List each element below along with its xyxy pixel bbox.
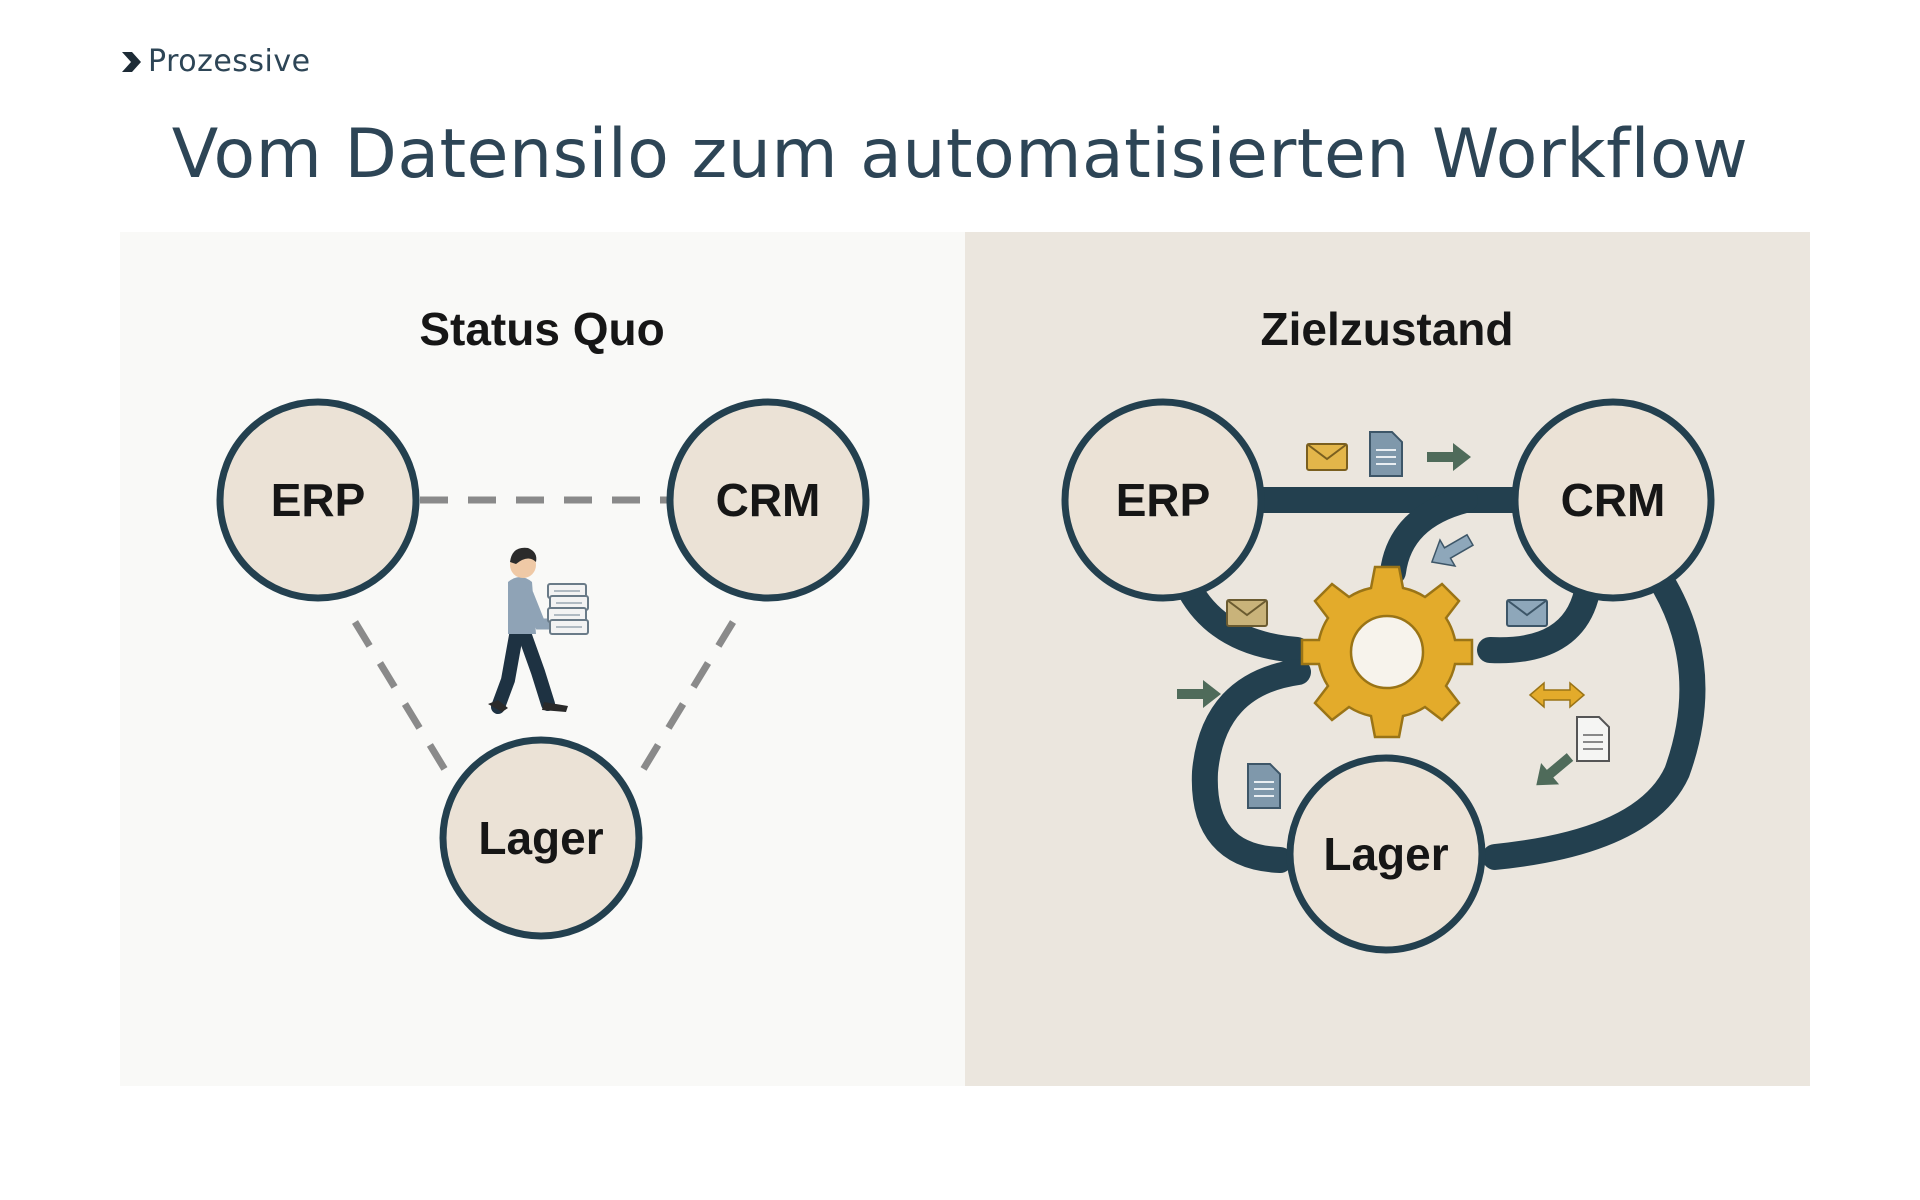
node-erp: ERP [216,398,420,602]
gear-icon [1300,565,1474,739]
zielzustand-heading: Zielzustand [1260,303,1513,355]
dashed-line-erp-lager [352,620,453,780]
node-erp: ERP [1061,398,1265,602]
person-carrying-documents-icon [488,547,589,714]
arrow-right-icon [1427,443,1471,471]
node-lager: Lager [439,736,643,940]
node-erp-label: ERP [1116,474,1211,526]
pipe-gear-lager [1191,659,1311,873]
arrow-down-left-icon [1430,533,1475,568]
document-icon [1369,431,1403,477]
status-quo-panel: Status Quo ERP CRM Lager [120,232,965,1086]
envelope-icon [1306,443,1348,471]
node-lager-label: Lager [1323,828,1448,880]
dashed-connections [352,496,736,780]
double-arrow-icon [1528,681,1586,709]
node-lager-label: Lager [478,812,603,864]
document-icon [1576,716,1610,762]
brand-logo: Prozessive [120,44,311,79]
node-crm: CRM [666,398,870,602]
arrow-right-icon [1177,680,1221,708]
pipe-erp-gear [1177,577,1310,663]
node-crm-label: CRM [716,474,821,526]
status-quo-heading: Status Quo [419,303,664,355]
arrow-down-left-icon [1536,753,1574,786]
zielzustand-panel: Zielzustand ERP CRM Lager [965,232,1810,1086]
pipe-crm-lager [1482,574,1706,870]
dashed-line-crm-lager [635,620,736,780]
chevron-right-icon [122,51,141,72]
node-crm-label: CRM [1561,474,1666,526]
envelope-icon [1226,599,1268,627]
workflow-pipes [1177,487,1706,873]
pipe-gear-crm [1477,579,1600,664]
page-title: Vom Datensilo zum automatisierten Workfl… [171,115,1749,194]
brand-name: Prozessive [148,44,311,79]
envelope-icon [1506,599,1548,627]
node-erp-label: ERP [271,474,366,526]
pipe-crm-gear [1380,487,1478,585]
document-icon [1247,763,1281,809]
node-crm: CRM [1511,398,1715,602]
node-lager: Lager [1286,754,1486,954]
